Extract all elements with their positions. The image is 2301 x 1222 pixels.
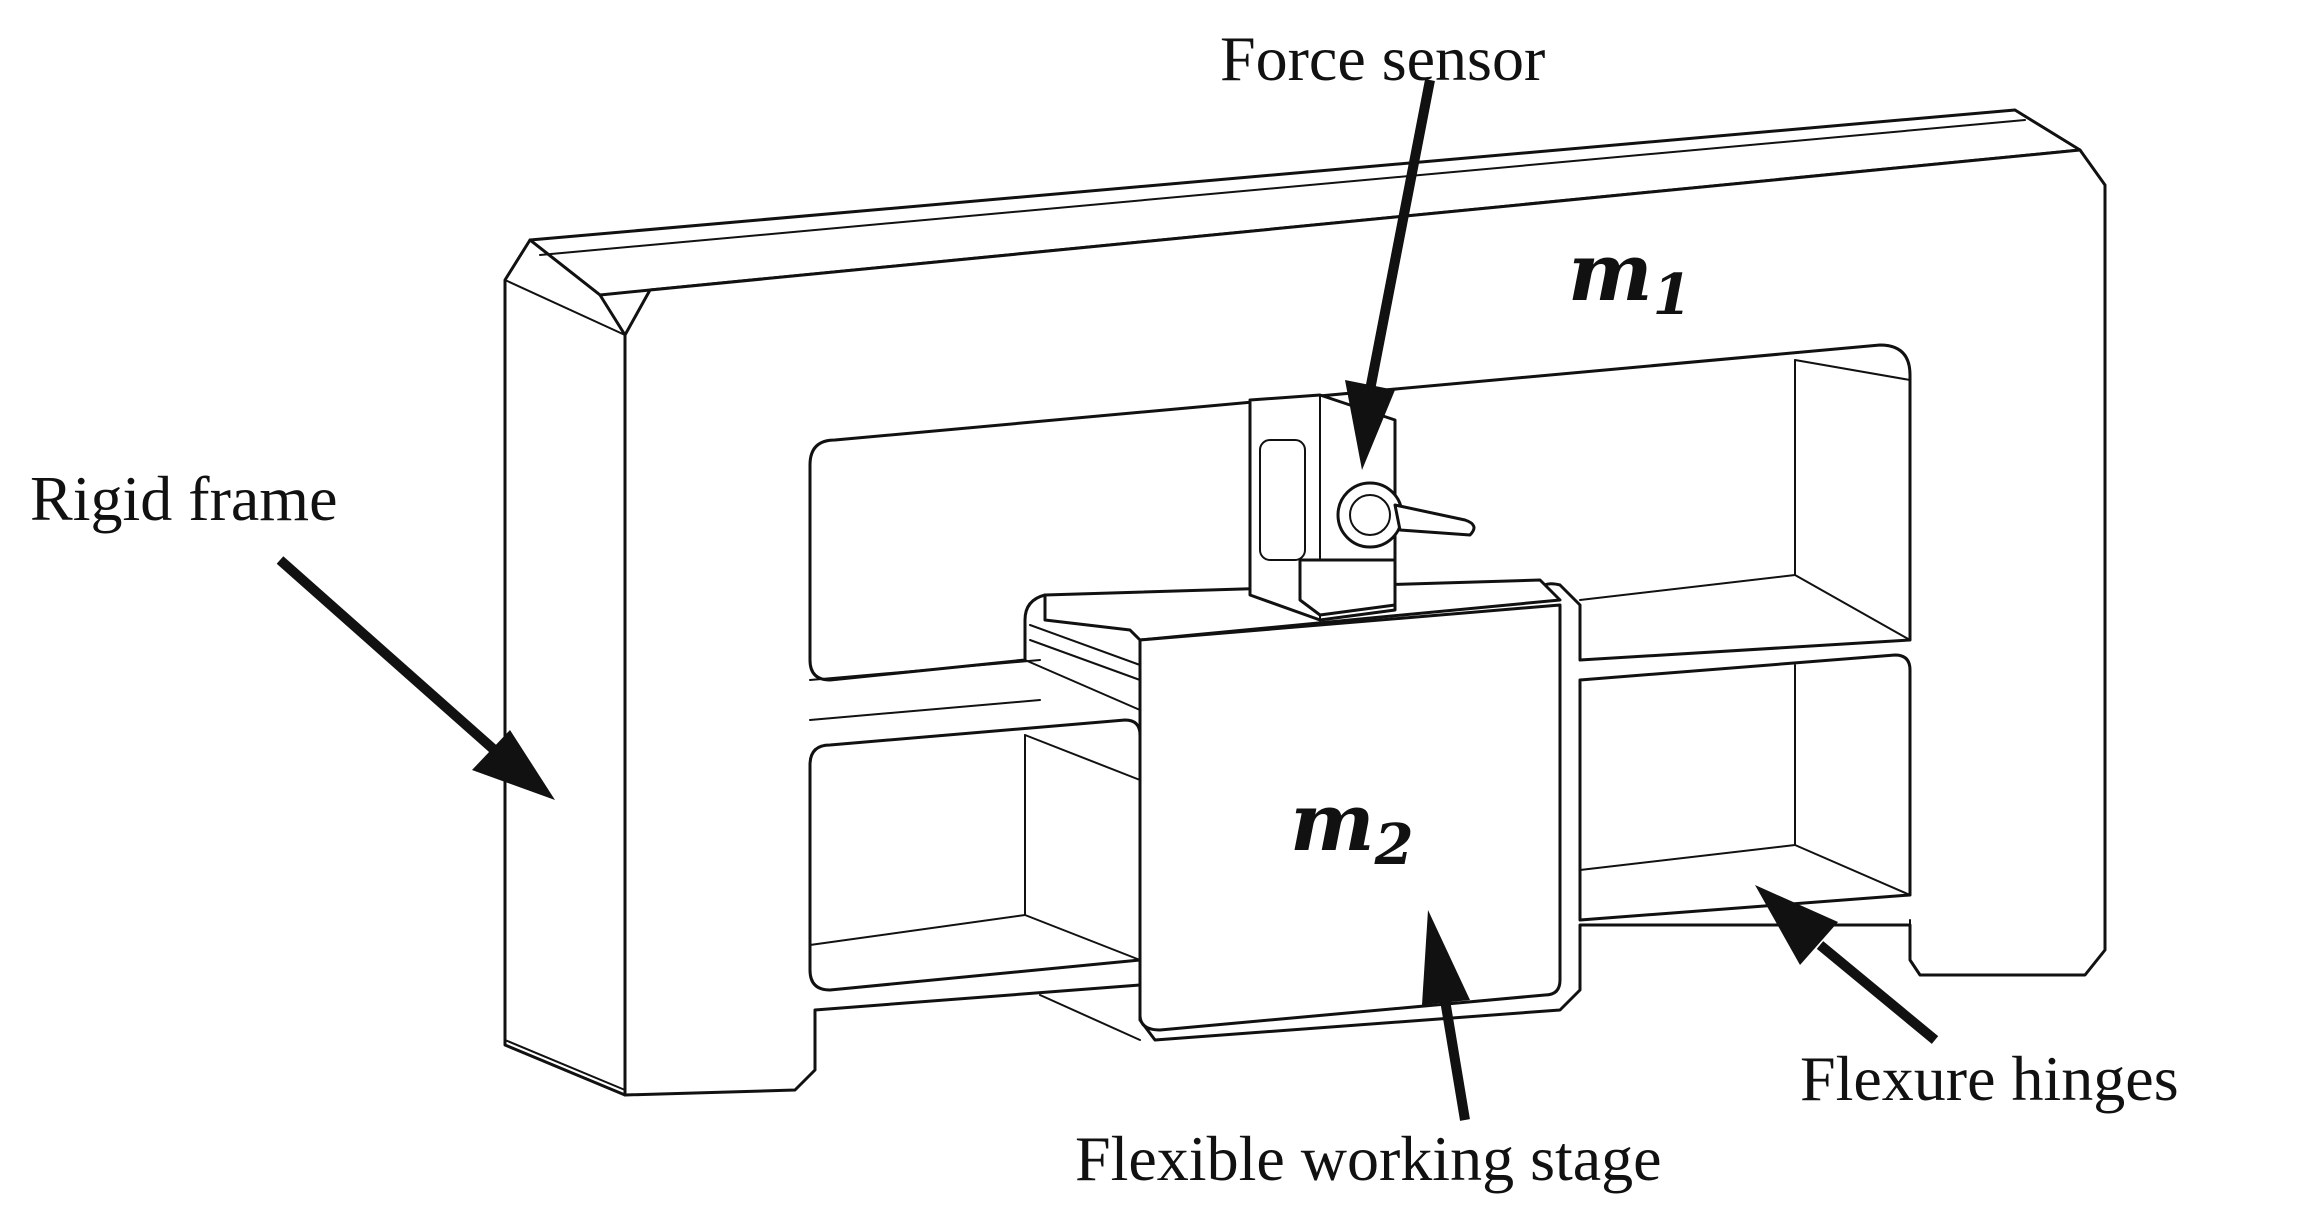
stage-arrow [1422, 910, 1470, 1121]
flexure-hinge-right [1578, 653, 1912, 961]
flexible-working-stage-label: Flexible working stage [1075, 1123, 1662, 1194]
rigid-frame-arrow [276, 556, 555, 800]
flexure-hinges-arrow [1755, 885, 1939, 1044]
force-sensor-label: Force sensor [1220, 23, 1545, 94]
flexure-hinge-left [808, 718, 1142, 992]
rigid-frame-label: Rigid frame [30, 463, 337, 534]
mass-m1: m1 [1568, 225, 1692, 328]
flexure-hinges-label: Flexure hinges [1800, 1043, 2179, 1114]
mass-m2: m2 [1290, 775, 1414, 878]
force-sensor-arrow [1345, 79, 1435, 470]
